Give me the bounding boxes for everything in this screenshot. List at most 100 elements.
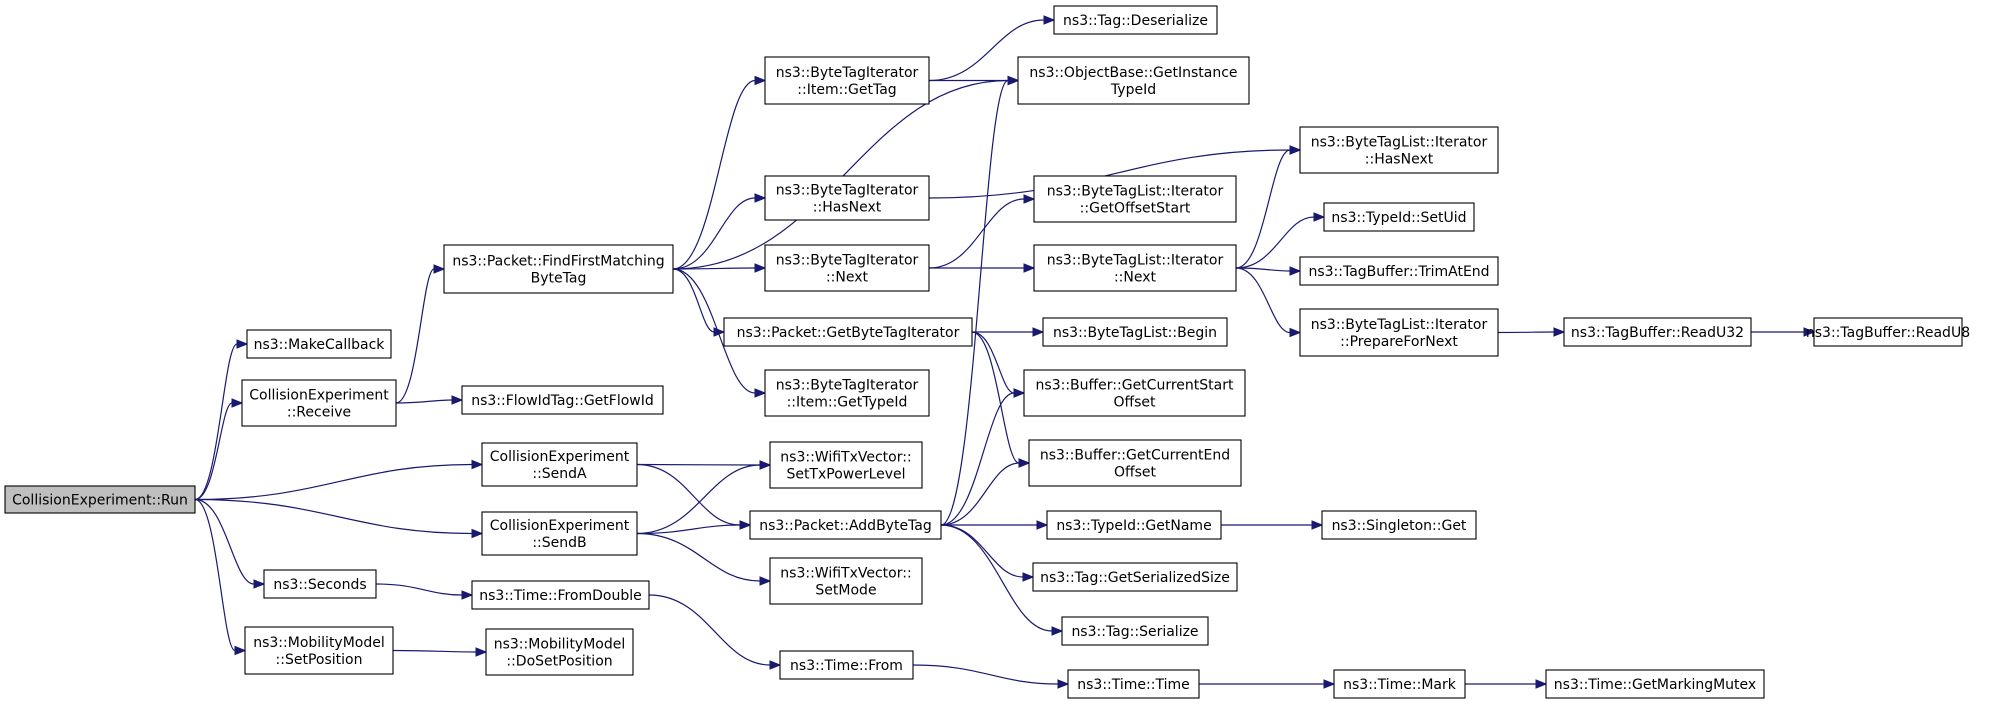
node-deserialize[interactable]: ns3::Tag::Deserialize <box>1053 5 1218 35</box>
node-label-line: ::Next <box>826 270 869 286</box>
node-getname[interactable]: ns3::TypeId::GetName <box>1046 510 1222 540</box>
edge-addbytetag-to-buf_start <box>940 388 1026 526</box>
node-timemark[interactable]: ns3::Time::Mark <box>1333 669 1466 699</box>
node-makecallback[interactable]: ns3::MakeCallback <box>246 329 392 359</box>
node-senda[interactable]: CollisionExperiment::SendA <box>481 442 638 487</box>
node-btl_begin[interactable]: ns3::ByteTagList::Begin <box>1042 317 1228 347</box>
edge-addbytetag-to-tagserialize <box>940 524 1064 636</box>
node-label-line: ns3::Time::FromDouble <box>479 588 642 604</box>
node-setmode[interactable]: ns3::WifiTxVector::SetMode <box>769 557 923 605</box>
edge-readu32-to-readu8 <box>1751 327 1816 337</box>
node-label-line: ns3::ByteTagList::Begin <box>1053 325 1217 341</box>
node-run[interactable]: CollisionExperiment::Run <box>4 485 196 514</box>
edge-addbytetag-to-buf_end <box>940 458 1031 526</box>
edge-btl_next-to-trimatend <box>1235 266 1302 276</box>
node-addbytetag[interactable]: ns3::Packet::AddByteTag <box>749 510 942 540</box>
node-btl_getoffset[interactable]: ns3::ByteTagList::Iterator::GetOffsetSta… <box>1033 175 1237 223</box>
node-label-line: Offset <box>1114 465 1157 481</box>
node-getflowid[interactable]: ns3::FlowIdTag::GetFlowId <box>461 385 664 415</box>
node-getbytetagit[interactable]: ns3::Packet::GetByteTagIterator <box>723 317 973 347</box>
node-label-line: ns3::MobilityModel <box>253 635 385 651</box>
edge-bti_gettag-to-deserialize <box>928 15 1056 82</box>
edge-senda-to-addbytetag <box>636 463 752 530</box>
nodes-layer: CollisionExperiment::Run ns3::MakeCallbac… <box>4 5 1970 699</box>
edge-receive-to-findfirst <box>395 264 446 404</box>
node-label-line: ns3::WifiTxVector:: <box>780 566 911 582</box>
node-settxpower[interactable]: ns3::WifiTxVector::SetTxPowerLevel <box>769 441 923 489</box>
node-label-line: ::SetPosition <box>276 652 363 668</box>
edge-findfirst-to-bti_gettag <box>672 75 767 270</box>
node-tagserialize[interactable]: ns3::Tag::Serialize <box>1061 616 1209 646</box>
edges-layer <box>194 15 1816 689</box>
node-fromdouble[interactable]: ns3::Time::FromDouble <box>471 580 650 610</box>
node-label-line: ns3::FlowIdTag::GetFlowId <box>471 393 654 409</box>
node-timefrom[interactable]: ns3::Time::From <box>779 650 914 680</box>
edge-run-to-senda <box>194 459 484 501</box>
edge-sendb-to-addbytetag <box>636 520 752 535</box>
node-readu8[interactable]: ns3::TagBuffer::ReadU8 <box>1806 317 1970 347</box>
node-btl_hasnext[interactable]: ns3::ByteTagList::Iterator::HasNext <box>1299 126 1499 174</box>
edge-timetime-to-timemark <box>1198 679 1336 689</box>
edge-run-to-seconds <box>194 498 266 589</box>
edge-sendb-to-settxpower <box>636 460 772 535</box>
node-seconds[interactable]: ns3::Seconds <box>263 569 377 599</box>
node-label-line: ns3::Packet::FindFirstMatching <box>452 254 664 270</box>
node-label-line: ns3::Tag::GetSerializedSize <box>1040 570 1230 586</box>
edge-addbytetag-to-getinstance <box>940 75 1020 526</box>
node-label-line: ns3::Time::Mark <box>1343 677 1457 693</box>
node-mutex[interactable]: ns3::Time::GetMarkingMutex <box>1545 669 1765 699</box>
edge-getbytetagit-to-btl_begin <box>972 327 1045 337</box>
edge-btl_next-to-setuid <box>1235 212 1326 269</box>
node-label-line: ns3::TagBuffer::TrimAtEnd <box>1308 264 1489 280</box>
edge-addbytetag-to-getname <box>941 520 1049 530</box>
node-setposition[interactable]: ns3::MobilityModel::SetPosition <box>244 626 394 675</box>
node-bti_gettag[interactable]: ns3::ByteTagIterator::Item::GetTag <box>764 56 930 105</box>
node-btl_prepare[interactable]: ns3::ByteTagList::Iterator::PrepareForNe… <box>1299 308 1499 357</box>
node-getsersize[interactable]: ns3::Tag::GetSerializedSize <box>1032 562 1238 592</box>
node-bti_hasnext[interactable]: ns3::ByteTagIterator::HasNext <box>764 175 930 221</box>
node-dosetposition[interactable]: ns3::MobilityModel::DoSetPosition <box>485 628 634 676</box>
node-label-line: ns3::MakeCallback <box>254 337 386 353</box>
node-btl_next[interactable]: ns3::ByteTagList::Iterator::Next <box>1033 244 1237 292</box>
edge-findfirst-to-getinstance <box>672 75 1020 270</box>
edge-btl_next-to-btl_hasnext <box>1235 145 1302 269</box>
node-bti_gettypeid[interactable]: ns3::ByteTagIterator::Item::GetTypeId <box>764 369 930 417</box>
node-label-line: ByteTag <box>531 271 587 287</box>
node-label-line: CollisionExperiment <box>490 449 630 465</box>
edge-run-to-setposition <box>194 498 247 656</box>
edge-receive-to-getflowid <box>395 395 464 405</box>
edge-getbytetagit-to-buf_end <box>971 331 1031 468</box>
node-sendb[interactable]: CollisionExperiment::SendB <box>481 511 638 556</box>
node-timetime[interactable]: ns3::Time::Time <box>1067 669 1200 699</box>
node-singleton[interactable]: ns3::Singleton::Get <box>1321 510 1477 540</box>
node-label-line: ns3::Packet::GetByteTagIterator <box>737 325 960 341</box>
node-label-line: CollisionExperiment <box>249 388 389 404</box>
node-label-line: TypeId <box>1110 82 1156 98</box>
node-label-line: ns3::MobilityModel <box>494 637 626 653</box>
edge-timemark-to-mutex <box>1464 679 1548 689</box>
node-setuid[interactable]: ns3::TypeId::SetUid <box>1323 202 1475 232</box>
node-label-line: CollisionExperiment <box>490 518 630 534</box>
node-receive[interactable]: CollisionExperiment::Receive <box>241 379 397 427</box>
node-label-line: ns3::ByteTagList::Iterator <box>1047 184 1224 200</box>
edge-getname-to-singleton <box>1221 520 1324 530</box>
node-label-line: ns3::ByteTagIterator <box>776 65 919 81</box>
node-trimatend[interactable]: ns3::TagBuffer::TrimAtEnd <box>1299 256 1499 286</box>
node-label-line: ::Item::GetTypeId <box>787 395 908 411</box>
node-label-line: ::SendB <box>532 535 586 551</box>
node-label-line: ns3::Time::Time <box>1077 677 1189 693</box>
node-readu32[interactable]: ns3::TagBuffer::ReadU32 <box>1563 317 1752 347</box>
node-label-line: ns3::TypeId::SetUid <box>1331 210 1466 226</box>
node-label-line: ns3::TypeId::GetName <box>1056 518 1211 534</box>
node-label-line: ns3::ByteTagIterator <box>776 183 919 199</box>
node-bti_next[interactable]: ns3::ByteTagIterator::Next <box>764 244 930 292</box>
node-label-line: ::HasNext <box>813 200 882 216</box>
edge-timefrom-to-timetime <box>912 664 1070 689</box>
node-label-line: ns3::Tag::Serialize <box>1071 624 1198 640</box>
node-label-line: Offset <box>1113 395 1156 411</box>
